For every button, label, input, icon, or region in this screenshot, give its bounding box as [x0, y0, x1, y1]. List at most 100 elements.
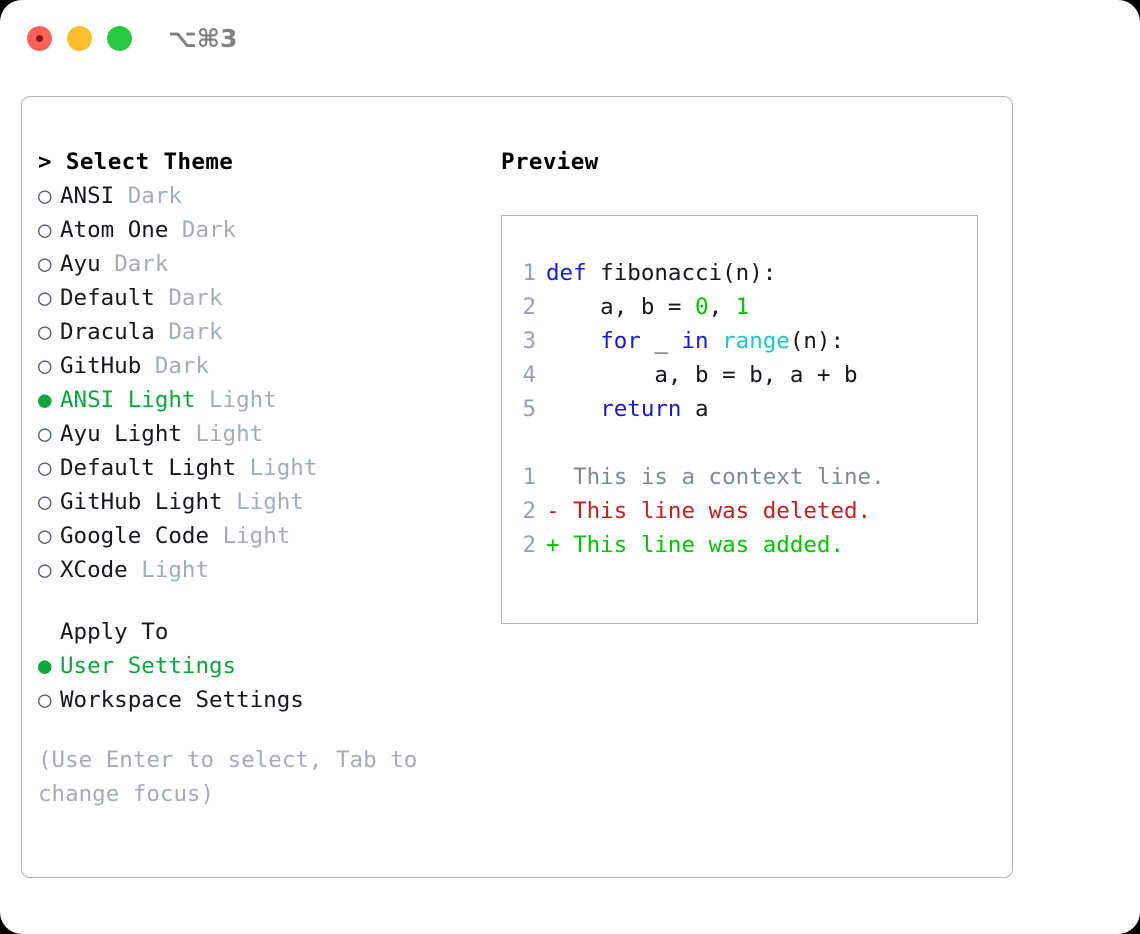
theme-list-item[interactable]: ○ GitHub Light Light [38, 485, 468, 519]
theme-kind-label: Light [236, 489, 304, 515]
minimize-window-button[interactable] [67, 26, 92, 51]
line-number: 2 [522, 294, 536, 320]
diff-text: This is a context line. [559, 464, 885, 490]
apply-to-heading: Apply To [60, 619, 169, 645]
code-token: fibonacci(n): [586, 260, 777, 286]
theme-list-item[interactable]: ● ANSI Light Light [38, 383, 468, 417]
code-token: for [600, 328, 641, 354]
theme-list-item[interactable]: ○ Ayu Light Light [38, 417, 468, 451]
radio-unselected-icon[interactable]: ○ [38, 183, 52, 209]
code-line: 4 a, b = b, a + b [510, 358, 971, 392]
code-token: a, b = [546, 294, 696, 320]
theme-name-label: Atom One [60, 217, 169, 243]
line-number: 3 [522, 328, 536, 354]
theme-name-label: GitHub Light [60, 489, 223, 515]
code-token: in [681, 328, 709, 354]
radio-unselected-icon[interactable]: ○ [38, 353, 52, 379]
diff-text: This line was deleted. [559, 498, 872, 524]
line-number: 5 [522, 396, 536, 422]
radio-unselected-icon[interactable]: ○ [38, 687, 52, 713]
theme-selector-panel: > Select Theme ○ANSI Dark○Atom One Dark○… [21, 96, 1013, 878]
radio-unselected-icon[interactable]: ○ [38, 217, 52, 243]
theme-name-label: Default Light [60, 455, 237, 481]
radio-selected-icon[interactable]: ● [38, 387, 52, 413]
theme-list-column: > Select Theme ○ANSI Dark○Atom One Dark○… [38, 145, 468, 811]
theme-name-label: Dracula [60, 319, 155, 345]
radio-unselected-icon[interactable]: ○ [38, 319, 52, 345]
line-number: 1 [522, 464, 536, 490]
line-number: 1 [522, 260, 536, 286]
code-token [546, 396, 600, 422]
code-token: a [681, 396, 709, 422]
radio-unselected-icon[interactable]: ○ [38, 251, 52, 277]
theme-kind-label: Dark [168, 319, 223, 345]
title-bar: ⌥⌘3 [0, 0, 1140, 78]
theme-name-label: Ayu Light [60, 421, 182, 447]
theme-list-item[interactable]: ○XCode Light [38, 553, 468, 587]
radio-unselected-icon[interactable]: ○ [38, 489, 52, 515]
diff-line: 2+ This line was added. [510, 528, 971, 562]
apply-to-item[interactable]: ● User Settings [38, 649, 468, 683]
code-token: 1 [735, 294, 750, 320]
select-theme-heading: > Select Theme [38, 149, 234, 175]
maximize-window-button[interactable] [107, 26, 132, 51]
theme-kind-label: Light [209, 387, 277, 413]
theme-kind-label: Light [195, 421, 264, 447]
code-token [546, 328, 600, 354]
radio-unselected-icon[interactable]: ○ [38, 557, 52, 583]
code-token: def [546, 260, 587, 286]
theme-list-item[interactable]: ○ Atom One Dark [38, 213, 468, 247]
diff-marker: - [546, 498, 560, 524]
close-window-button[interactable] [27, 26, 52, 51]
theme-list-item[interactable]: ○ Google Code Light [38, 519, 468, 553]
theme-kind-label: Dark [114, 251, 169, 277]
radio-unselected-icon[interactable]: ○ [38, 455, 52, 481]
theme-list-item[interactable]: ○ANSI Dark [38, 179, 468, 213]
theme-kind-label: Dark [181, 217, 237, 243]
theme-kind-label: Light [222, 523, 291, 549]
apply-to-list: ● User Settings ○ Workspace Settings [38, 649, 468, 717]
apply-to-item[interactable]: ○ Workspace Settings [38, 683, 468, 717]
code-token: a, b = b, a + b [546, 362, 858, 388]
radio-selected-icon[interactable]: ● [38, 653, 52, 679]
theme-list-item[interactable]: ○ Default Dark [38, 281, 468, 315]
theme-kind-label: Dark [168, 285, 223, 311]
diff-marker [546, 464, 560, 490]
theme-kind-label: Dark [154, 353, 210, 379]
theme-name-label: ANSI Light [60, 387, 196, 413]
code-token: _ [640, 328, 682, 354]
preview-heading: Preview [501, 149, 599, 175]
radio-unselected-icon[interactable]: ○ [38, 421, 52, 447]
diff-marker: + [546, 532, 560, 558]
code-line: 1 def fibonacci(n): [510, 256, 971, 290]
theme-kind-label: Light [249, 455, 318, 481]
theme-list-item[interactable]: ○GitHub Dark [38, 349, 468, 383]
code-token: return [600, 396, 682, 422]
code-token [709, 328, 723, 354]
radio-unselected-icon[interactable]: ○ [38, 285, 52, 311]
line-number: 2 [522, 532, 536, 558]
diff-line: 1 This is a context line. [510, 460, 971, 494]
spacer [510, 426, 971, 460]
code-token: (n): [789, 328, 845, 354]
theme-list-item[interactable]: ○ Default Light Light [38, 451, 468, 485]
theme-name-label: Google Code [60, 523, 210, 549]
apply-to-label-text: User Settings [60, 653, 237, 679]
line-number: 2 [522, 498, 536, 524]
theme-name-label: ANSI [60, 183, 115, 209]
theme-list-item[interactable]: ○ Dracula Dark [38, 315, 468, 349]
diff-lines: 1 This is a context line. 2- This line wa… [510, 460, 971, 562]
theme-list-item[interactable]: ○ Ayu Dark [38, 247, 468, 281]
apply-to-label-text: Workspace Settings [60, 687, 304, 713]
theme-name-label: Default [60, 285, 155, 311]
spacer [38, 717, 468, 737]
theme-list: ○ ANSI Dark ○ Atom One Dark ○ Ayu Dark ○ Defaul… [38, 179, 468, 587]
code-token: , [708, 294, 736, 320]
code-line: 3 for _ in range(n): [510, 324, 971, 358]
radio-unselected-icon[interactable]: ○ [38, 523, 52, 549]
theme-name-label: Ayu [60, 251, 101, 277]
code-token: range [722, 328, 790, 354]
